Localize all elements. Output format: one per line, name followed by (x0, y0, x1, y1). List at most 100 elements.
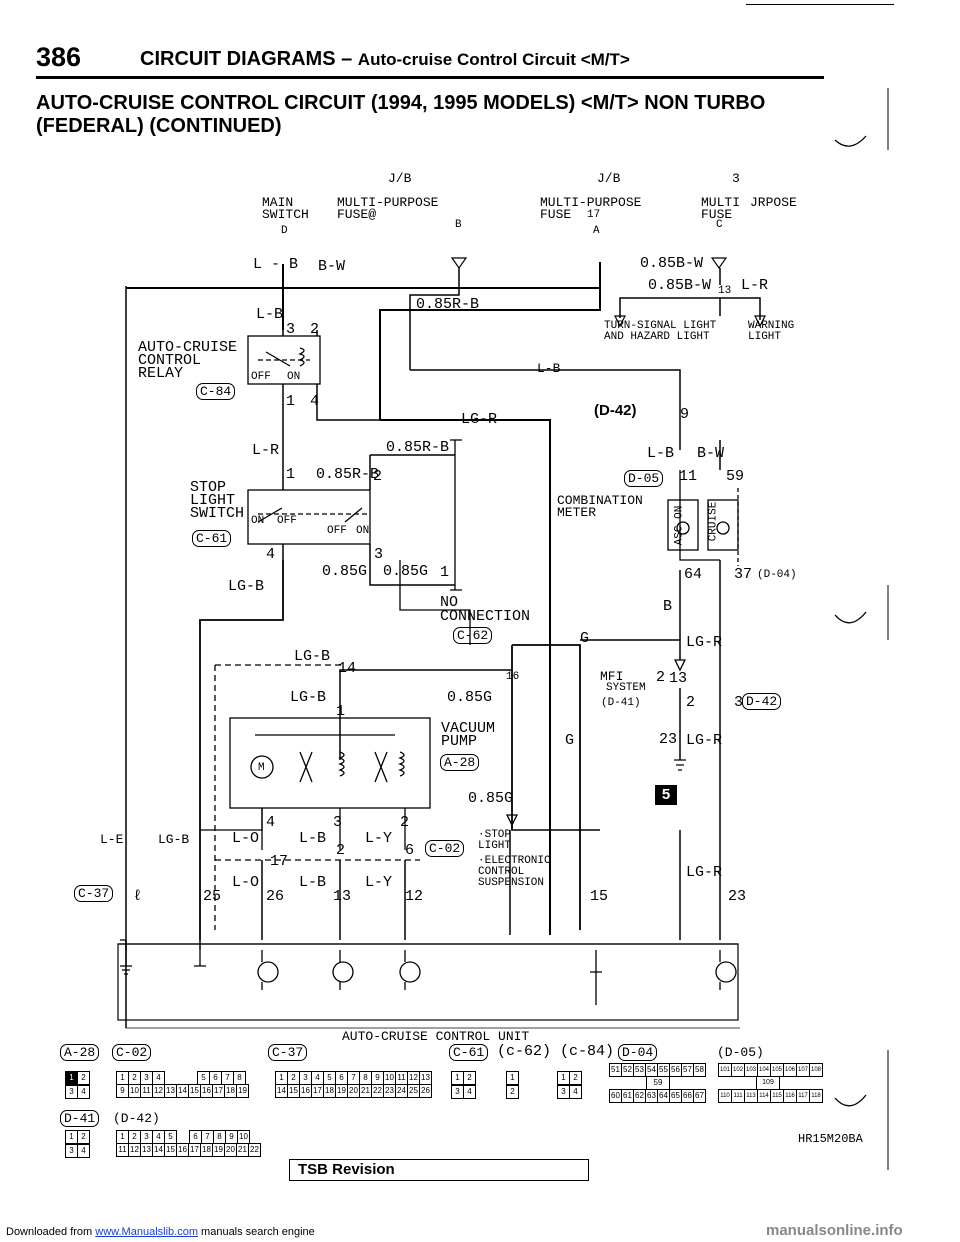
stop-switch-connector: C-61 (192, 530, 232, 547)
d04-label: (D-04) (757, 569, 797, 581)
relay-connector: C-84 (196, 383, 236, 400)
turn-signal-label-2: AND HAZARD LIGHT (604, 331, 710, 343)
footer-left: Downloaded from www.Manualslib.com manua… (6, 1226, 315, 1238)
pin-37: 37 (734, 566, 753, 583)
wire-085b-w-2: 0.85B-W (648, 277, 712, 294)
top-rule (746, 4, 894, 5)
wire-lg-b-3: LG-B (290, 689, 327, 706)
section-title-line1: AUTO-CRUISE CONTROL CIRCUIT (1994, 1995 … (36, 92, 766, 114)
wire-l-r-left: L-R (252, 442, 280, 459)
wire-085b-w-1: 0.85B-W (640, 255, 704, 272)
wire-g-2: G (565, 732, 575, 749)
wire-l-b-3: L-B (299, 874, 327, 891)
footer-right-watermark: manualsonline.info (766, 1222, 903, 1239)
pin-13: 13 (669, 670, 688, 687)
footer-suffix: manuals search engine (201, 1226, 315, 1238)
pin-4b: 4 (266, 546, 276, 563)
wire-b-w-meter: B-W (697, 445, 725, 462)
legend-c61: C-61 (449, 1044, 489, 1061)
wire-l-y-2: L-Y (365, 874, 393, 891)
turn-signal-label-1: TURN-SIGNAL LIGHT (604, 320, 717, 332)
wire-lg-r-mid: LG-R (461, 411, 498, 428)
pin-6: 6 (405, 842, 415, 859)
pin-14: 14 (338, 660, 357, 677)
connector-a: A (593, 225, 600, 237)
page-title: CIRCUIT DIAGRAMS – Auto-cruise Control C… (140, 48, 630, 71)
mark-b: B (455, 219, 462, 231)
legend-d42: (D-42) (113, 1111, 160, 1126)
jb-label-1: J/B (388, 171, 412, 186)
pin-1: 1 (286, 393, 296, 410)
header-subtitle: Auto-cruise Control Circuit <M/T> (357, 50, 630, 69)
legend-d05: (D-05) (717, 1045, 764, 1060)
pin-23b: 23 (728, 888, 747, 905)
wire-085g-1: 0.85G (322, 563, 368, 580)
relay-off: OFF (251, 371, 271, 383)
pin-2d: 2 (686, 694, 696, 711)
warning-light-label-1: WARNING (748, 320, 795, 332)
pin-1c: 1 (440, 564, 450, 581)
pin-2f: 2 (336, 842, 346, 859)
fuse3-label-b: JRPOSE (750, 195, 797, 210)
pin-4: 4 (310, 393, 320, 410)
wire-l-o-1: L-O (232, 830, 260, 847)
pin-l: ℓ (133, 888, 143, 905)
pin-3: 3 (286, 321, 296, 338)
legend-c02: C-02 (112, 1044, 152, 1061)
pin-59: 59 (726, 468, 745, 485)
wire-l-b-2: L-B (299, 830, 327, 847)
header-dash: – (341, 48, 353, 70)
jb-label-2: J/B (597, 171, 621, 186)
pin-11: 11 (679, 468, 698, 485)
pin-23: 23 (659, 731, 678, 748)
fuse3-label-c: FUSE (701, 207, 733, 222)
d05-connector: D-05 (624, 470, 664, 487)
fuse2-label-a: MULTI-PURPOSE (540, 195, 642, 210)
wire-085g-4: 0.85G (468, 790, 514, 807)
vacuum-pump-connector: A-28 (440, 754, 480, 771)
wire-l-b-meter: L-B (647, 445, 675, 462)
c02-connector-mid: C-02 (425, 840, 465, 857)
stop-on: ON (251, 515, 265, 527)
pin-3c: 3 (734, 694, 744, 711)
legend-c37: C-37 (268, 1044, 308, 1061)
node-16: 16 (506, 671, 520, 683)
manualslib-link[interactable]: www.Manualslib.com (95, 1226, 198, 1238)
wire-lg-r-2: LG-R (686, 634, 723, 651)
fuse1-label-a: MULTI-PURPOSE (337, 195, 439, 210)
pin-13b: 13 (333, 888, 352, 905)
main-switch-label-1: MAIN (262, 195, 294, 210)
fuse2-label-b: FUSE (540, 207, 572, 222)
pin-2c: 2 (656, 669, 666, 686)
header-rule (36, 76, 824, 79)
connector-d: D (281, 225, 288, 237)
wire-b-w-top: B-W (318, 258, 346, 275)
stop-off-2: OFF (327, 525, 347, 537)
wire-lg-r-4: LG-R (686, 864, 723, 881)
c62-face: 1 2 (506, 1071, 519, 1099)
tsb-revision-box: TSB Revision (289, 1159, 589, 1181)
node-13: 13 (718, 285, 732, 297)
wire-lg-b-2: LG-B (294, 648, 331, 665)
pin-3d: 3 (333, 814, 343, 831)
pin-3b: 3 (374, 546, 384, 563)
wire-085r-b-top: 0.85R-B (416, 296, 480, 313)
page-number: 386 (36, 42, 82, 72)
legend-a28: A-28 (60, 1044, 100, 1061)
wire-lg-b-4: LG-B (158, 832, 190, 847)
asc-on-label: ASC ON (673, 505, 686, 546)
fuse-number-17: 17 (587, 209, 601, 221)
mark-c: C (716, 219, 723, 231)
